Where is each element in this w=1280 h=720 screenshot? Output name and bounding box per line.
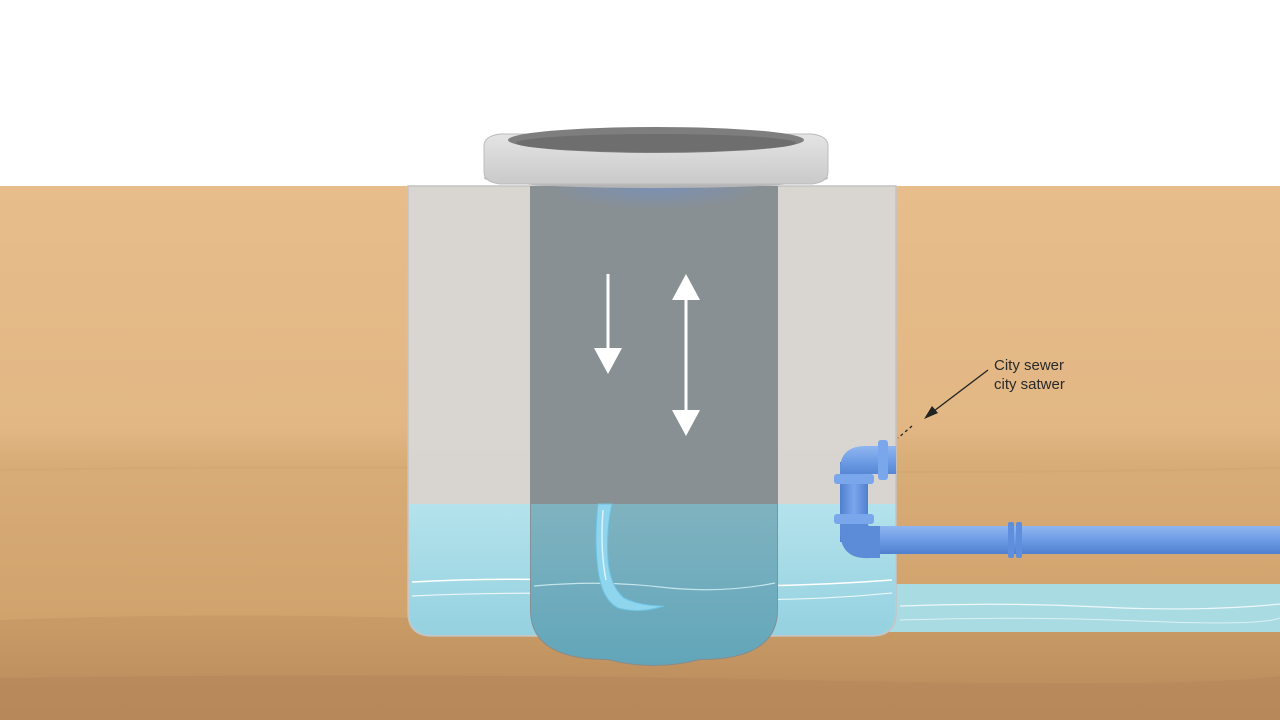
callout-line-2: city satwer bbox=[994, 376, 1065, 393]
chamber-water-ripple bbox=[533, 582, 776, 591]
chamber-water bbox=[531, 504, 777, 665]
sewer-callout-label: City sewer city satwer bbox=[994, 356, 1065, 394]
sewer-pipe bbox=[834, 440, 1280, 559]
soil-bottom-band bbox=[0, 675, 1280, 720]
inner-chamber-glow bbox=[560, 186, 750, 226]
down-arrow-icon bbox=[594, 274, 622, 374]
manhole-opening-inner bbox=[516, 134, 796, 152]
groundwater-ripple bbox=[899, 603, 1280, 610]
callout-leader bbox=[897, 369, 989, 439]
double-headed-arrow-icon bbox=[672, 274, 700, 436]
callout-line-1: City sewer bbox=[994, 357, 1065, 374]
inlet-stream bbox=[595, 503, 665, 612]
inlet-stream-highlight bbox=[601, 509, 607, 581]
groundwater-ripple-2 bbox=[899, 617, 1280, 624]
